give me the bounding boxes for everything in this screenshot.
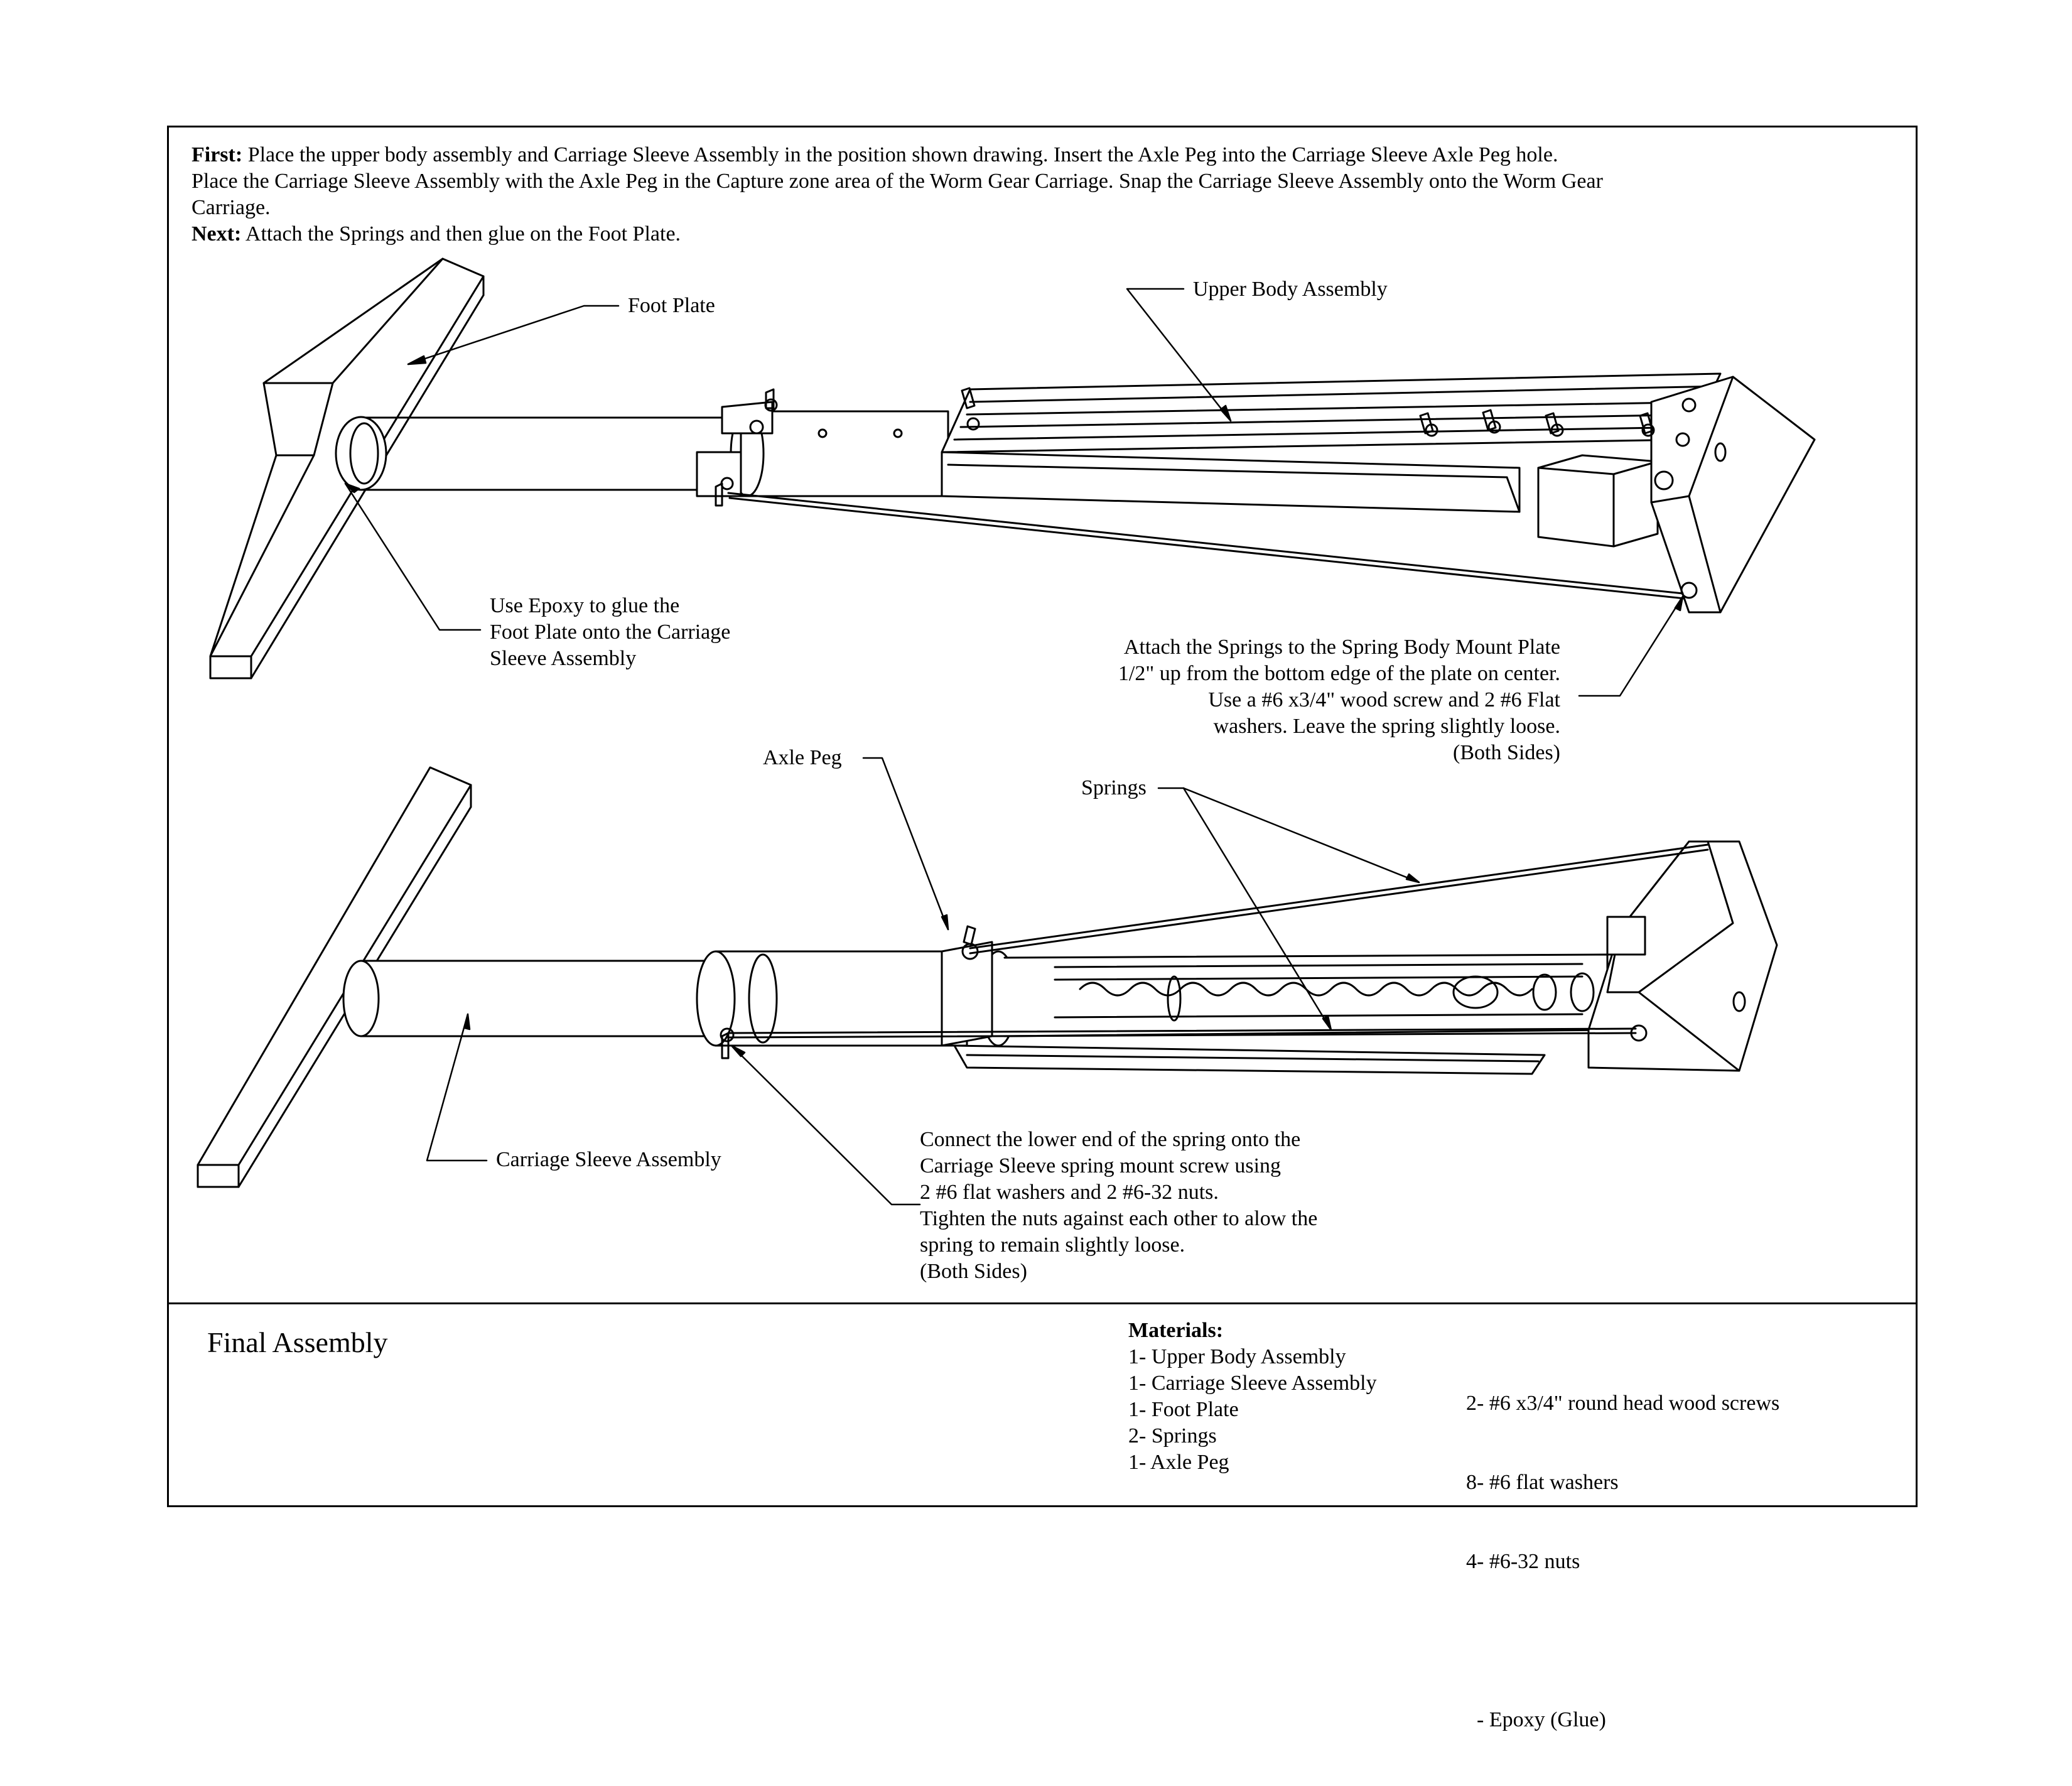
top-carriage-sleeve — [335, 388, 949, 507]
material-item: 1- Axle Peg — [1128, 1451, 1229, 1474]
callout-epoxy-line: Sleeve Assembly — [490, 647, 637, 670]
bottom-upper-body — [953, 840, 1778, 1075]
callout-springs: Springs — [1081, 776, 1147, 799]
top-springs — [727, 492, 1685, 600]
callout-connect-line: Tighten the nuts against each other to a… — [920, 1207, 1318, 1230]
first-text: Place the upper body assembly and Carria… — [247, 143, 1558, 166]
callout-attach-line: Attach the Springs to the Spring Body Mo… — [1123, 636, 1560, 659]
material-item: 4- #6-32 nuts — [1466, 1550, 1580, 1573]
callout-connect-line: Connect the lower end of the spring onto… — [920, 1128, 1301, 1151]
bottom-carriage-sleeve — [342, 925, 1017, 1059]
materials-list-left: 1- Upper Body Assembly 1- Carriage Sleev… — [1128, 1344, 1377, 1476]
material-item: 1- Upper Body Assembly — [1128, 1345, 1346, 1368]
bottom-leaders — [426, 757, 1420, 1206]
first-label: First: — [192, 143, 243, 166]
callout-connect-line: (Both Sides) — [920, 1260, 1027, 1283]
material-item: 2- Springs — [1128, 1424, 1217, 1448]
material-item: 1- Foot Plate — [1128, 1398, 1239, 1421]
material-item: 2- #6 x3/4" round head wood screws — [1466, 1392, 1780, 1415]
callout-attach-springs: Attach the Springs to the Spring Body Mo… — [1118, 634, 1560, 766]
materials-list-right: 2- #6 x3/4" round head wood screws 8- #6… — [1466, 1338, 1779, 1786]
material-item: 8- #6 flat washers — [1466, 1471, 1619, 1494]
callout-connect-line: Carriage Sleeve spring mount screw using — [920, 1154, 1282, 1177]
callout-epoxy-line: Foot Plate onto the Carriage — [490, 620, 731, 644]
next-label: Next: — [192, 222, 242, 246]
assembly-drawing — [197, 257, 1816, 1206]
material-item: 1- Carriage Sleeve Assembly — [1128, 1372, 1377, 1395]
materials-label: Materials: — [1128, 1319, 1224, 1342]
callout-carriage-sleeve-assembly: Carriage Sleeve Assembly — [496, 1148, 721, 1171]
callout-attach-line: Use a #6 x3/4" wood screw and 2 #6 Flat — [1208, 688, 1560, 712]
instructions-line-1: First: Place the upper body assembly and… — [192, 142, 1558, 168]
callout-axle-peg: Axle Peg — [763, 746, 842, 769]
callout-connect-lower: Connect the lower end of the spring onto… — [920, 1127, 1317, 1285]
next-text: Attach the Springs and then glue on the … — [245, 222, 681, 246]
callout-epoxy-line: Use Epoxy to glue the — [490, 594, 680, 617]
top-upper-body — [941, 372, 1816, 614]
bottom-springs — [727, 843, 1709, 1039]
callout-connect-line: 2 #6 flat washers and 2 #6-32 nuts. — [920, 1181, 1219, 1204]
callout-foot-plate: Foot Plate — [628, 294, 715, 317]
callout-attach-line: washers. Leave the spring slightly loose… — [1213, 715, 1560, 738]
top-leaders — [344, 288, 1684, 697]
callout-attach-line: 1/2" up from the bottom edge of the plat… — [1118, 662, 1560, 685]
instructions-line-4: Next: Attach the Springs and then glue o… — [192, 221, 681, 247]
material-item — [1466, 1628, 1779, 1654]
callout-upper-body-assembly: Upper Body Assembly — [1193, 278, 1388, 301]
callout-attach-line: (Both Sides) — [1453, 741, 1560, 764]
callout-connect-line: spring to remain slightly loose. — [920, 1233, 1185, 1257]
drawing-title: Final Assembly — [207, 1326, 388, 1358]
material-item: - Epoxy (Glue) — [1466, 1708, 1606, 1731]
title-block-divider — [167, 1302, 1918, 1304]
instructions-line-2: Place the Carriage Sleeve Assembly with … — [192, 170, 1603, 193]
drawing-sheet: First: Place the upper body assembly and… — [167, 126, 1918, 1731]
instructions-line-3: Carriage. — [192, 196, 271, 219]
callout-epoxy: Use Epoxy to glue the Foot Plate onto th… — [490, 593, 730, 672]
